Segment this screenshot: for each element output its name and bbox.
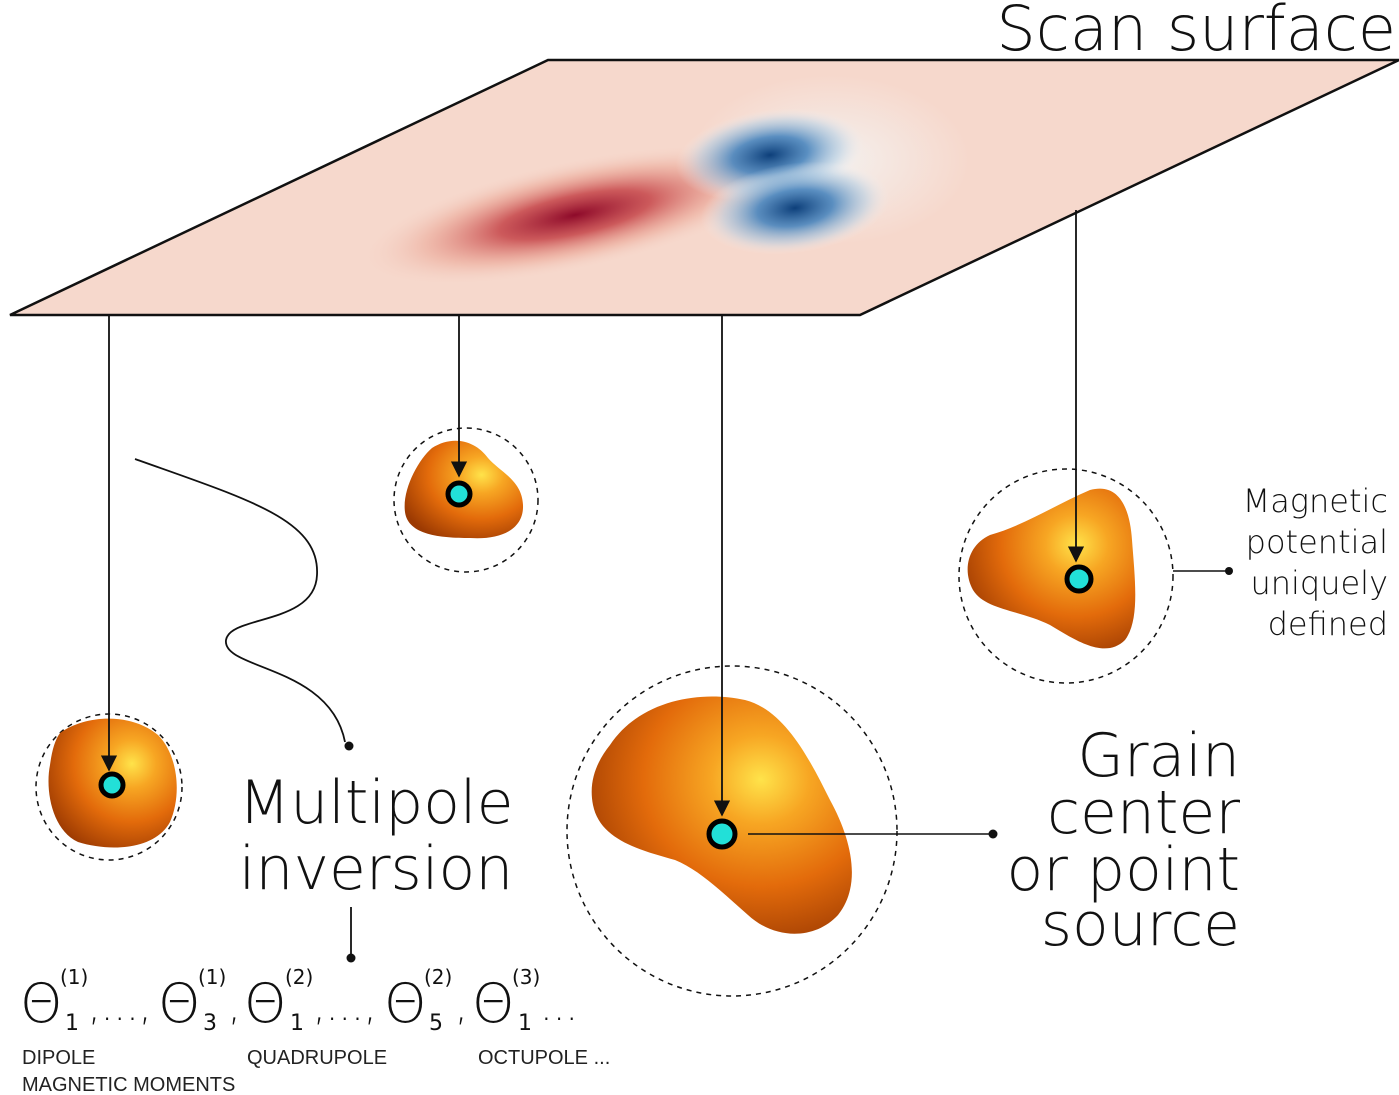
grain-boundary-circle — [393, 427, 539, 573]
field-negative-lobe-lower — [700, 161, 890, 255]
potential-label-line1: Magnetic — [1243, 482, 1388, 520]
scan-surface-plane — [9, 58, 1399, 317]
moment-sep-2: , — [228, 984, 241, 1030]
moment-theta-1: Θ — [20, 972, 63, 1035]
grain-label-line4: source — [1041, 890, 1240, 960]
moment-equation: Θ (1) 1 ,..., Θ (1) 3 , Θ (2) 1 ,..., Θ … — [20, 965, 578, 1036]
grain-label-line3: or point — [1007, 835, 1240, 905]
moment-index-2: 3 — [203, 1011, 217, 1036]
grain-center-marker — [445, 480, 473, 508]
category-octupole: OCTUPOLE ... — [478, 1047, 610, 1069]
grain-center-marker — [1064, 564, 1094, 594]
grain-boundary-circle — [566, 665, 898, 997]
grain-right — [958, 468, 1233, 684]
moments-leader-dot — [346, 953, 356, 963]
moment-theta-5: Θ — [472, 972, 515, 1035]
moment-sep-4: , — [455, 984, 468, 1030]
moment-order-3: (2) — [285, 965, 313, 989]
moment-theta-3: Θ — [244, 972, 287, 1035]
multipole-label-line1: Multipole — [238, 768, 513, 838]
moment-index-5: 1 — [518, 1011, 532, 1036]
moment-order-2: (1) — [198, 965, 226, 989]
potential-label-line2: potential — [1246, 523, 1388, 561]
inversion-curve-dot — [344, 741, 354, 751]
moment-index-1: 1 — [65, 1011, 79, 1036]
moment-order-4: (2) — [424, 965, 452, 989]
grain-label-line1: Grain — [1077, 721, 1240, 791]
category-dipole: DIPOLE — [22, 1047, 95, 1069]
moment-index-4: 5 — [429, 1011, 443, 1036]
grain-center-marker — [98, 771, 126, 799]
grain-label-line2: center — [1047, 778, 1240, 848]
grain-center-leader-dot — [988, 829, 998, 839]
magnetic-moments-footer: MAGNETIC MOMENTS — [22, 1074, 235, 1095]
grain-body — [967, 488, 1136, 649]
potential-leader-dot — [1225, 567, 1233, 575]
moment-order-1: (1) — [60, 965, 88, 989]
moment-index-3: 1 — [290, 1011, 304, 1036]
projection-arrows — [100, 210, 1085, 817]
grain-left — [35, 713, 183, 861]
grain-top — [393, 427, 539, 573]
moment-order-5: (3) — [512, 965, 540, 989]
category-quadrupole: QUADRUPOLE — [247, 1047, 387, 1069]
moment-theta-2: Θ — [158, 972, 201, 1035]
grain-center-marker — [706, 818, 738, 850]
inversion-curve — [134, 458, 346, 743]
moment-sep-1: ,..., — [88, 984, 152, 1030]
potential-label-line3: uniquely — [1250, 564, 1388, 602]
moment-theta-4: Θ — [384, 972, 427, 1035]
grain-boundary-circle — [958, 468, 1174, 684]
moment-sep-5: ... — [540, 984, 578, 1030]
potential-label-line4: defined — [1268, 605, 1388, 643]
scan-surface-label: Scan surface — [996, 0, 1396, 65]
grain-large — [566, 665, 998, 997]
multipole-label-line2: inversion — [239, 834, 513, 904]
moment-sep-3: ,..., — [313, 984, 377, 1030]
